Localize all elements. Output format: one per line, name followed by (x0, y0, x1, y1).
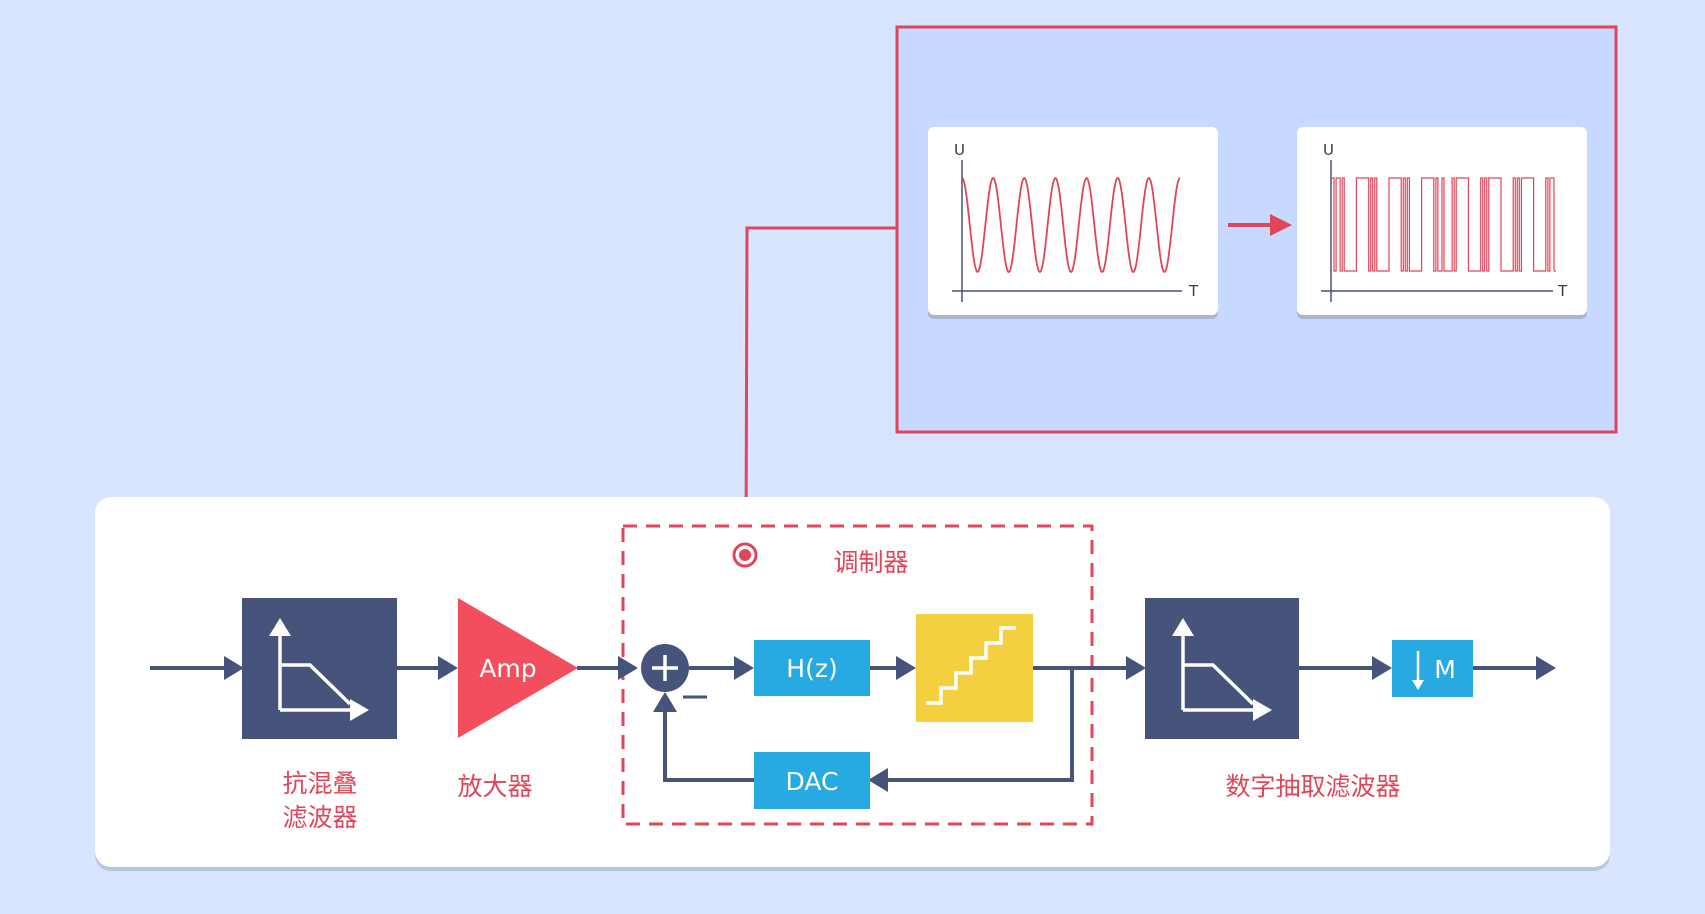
down-arrow-icon (1412, 651, 1424, 690)
output-x-axis-label: T (1557, 282, 1568, 300)
hz-label: H(z) (786, 654, 837, 683)
hz-filter-block: H(z) (754, 640, 870, 696)
anti-alias-filter-block (242, 598, 397, 739)
dac-label: DAC (786, 767, 839, 796)
digital-decimation-filter-label: 数字抽取滤波器 (1225, 772, 1400, 801)
lowpass-filter-icon (278, 632, 354, 712)
signal-lines (150, 656, 1556, 792)
arrow-right-icon (1228, 214, 1292, 236)
anti-alias-label-line1: 抗混叠 (282, 769, 357, 798)
output-pulse-density-wave (1332, 177, 1556, 272)
quantizer-block (916, 614, 1033, 722)
amplifier-block: Amp (458, 598, 578, 738)
input-sine-wave (961, 176, 1181, 274)
modulator-label: 调制器 (833, 548, 908, 577)
input-waveform-card: U T (928, 127, 1218, 315)
amp-label: Amp (479, 654, 536, 683)
summing-junction (641, 644, 707, 699)
anti-alias-label-line2: 滤波器 (282, 803, 357, 832)
input-x-axis-label: T (1188, 282, 1199, 300)
zoom-connector-line (744, 226, 897, 555)
amplifier-label: 放大器 (457, 772, 532, 801)
output-y-axis-label: U (1323, 141, 1334, 159)
decimator-label: M (1434, 655, 1456, 684)
input-y-axis-label: U (954, 141, 965, 159)
dac-block: DAC (754, 752, 870, 809)
staircase-quantizer-icon (926, 626, 1016, 705)
decimator-block: M (1392, 640, 1473, 697)
digital-filter-block (1145, 598, 1299, 739)
output-waveform-card: U T (1297, 127, 1587, 315)
lowpass-filter-icon (1181, 632, 1257, 712)
